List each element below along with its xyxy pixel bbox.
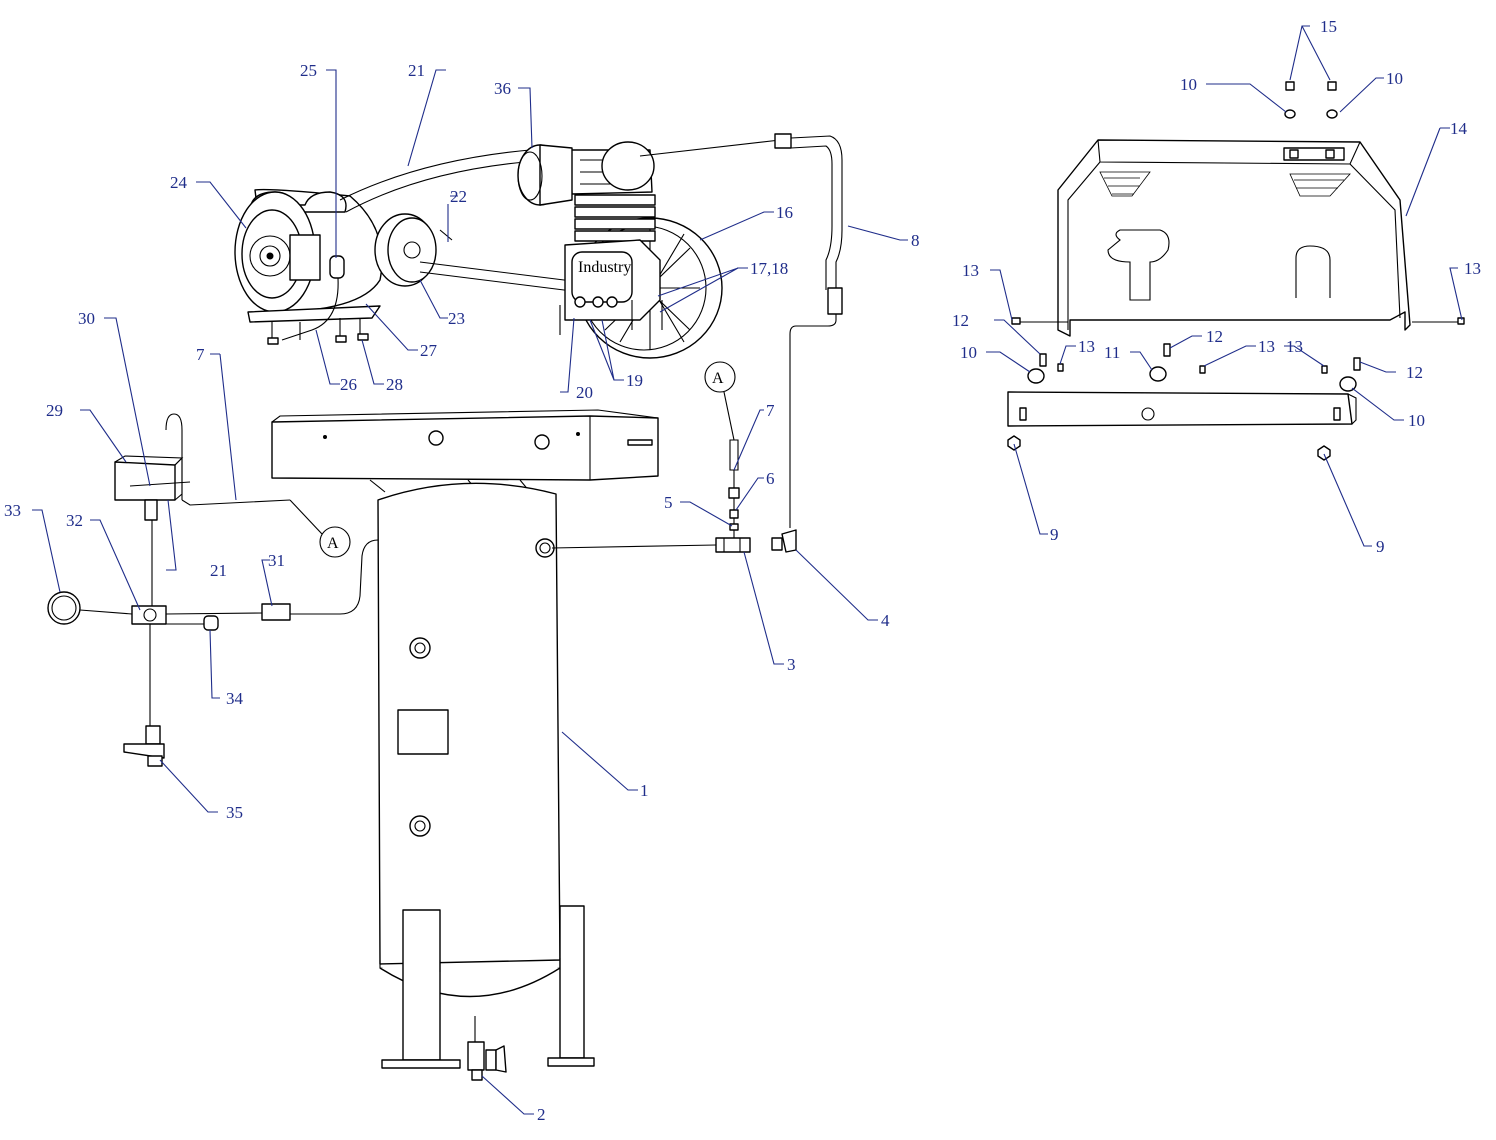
callout-labels: 1 2 3 4 5 6 7 7 8 9 9 10 10 10 10 11 12 … (4, 17, 1481, 1124)
pressure-switch-group (47, 413, 379, 767)
pump-assembly: Industry (517, 141, 723, 359)
callout-13-far-left: 13 (962, 261, 979, 280)
belt-guard-group (1007, 81, 1465, 461)
callout-27: 27 (420, 341, 438, 360)
callout-8: 8 (911, 231, 920, 250)
callout-24: 24 (170, 173, 188, 192)
callout-28: 28 (386, 375, 403, 394)
tank-assembly (271, 409, 659, 1081)
callout-3: 3 (787, 655, 796, 674)
belt-and-pulleys (339, 149, 581, 293)
callout-33: 33 (4, 501, 21, 520)
connection-markers: A A (289, 361, 736, 558)
callout-32: 32 (66, 511, 83, 530)
callout-6: 6 (766, 469, 775, 488)
callout-13-middle: 13 (1258, 337, 1275, 356)
callout-34: 34 (226, 689, 244, 708)
callout-9-left: 9 (1050, 525, 1059, 544)
callout-4: 4 (881, 611, 890, 630)
callout-10-bottom-left: 10 (960, 343, 977, 362)
callout-12-right: 12 (1406, 363, 1423, 382)
callout-26: 26 (340, 375, 357, 394)
callout-leaders (32, 25, 1463, 1115)
callout-23: 23 (448, 309, 465, 328)
callout-30: 30 (78, 309, 95, 328)
callout-13-left: 13 (1078, 337, 1095, 356)
callout-9-right: 9 (1376, 537, 1385, 556)
callout-7-left: 7 (196, 345, 205, 364)
connection-marker-a-right (704, 361, 736, 393)
callout-21-top: 21 (408, 61, 425, 80)
callout-13-far-right: 13 (1464, 259, 1481, 278)
callout-19: 19 (626, 371, 643, 390)
callout-12-middle: 12 (1206, 327, 1223, 346)
motor-assembly (234, 188, 383, 345)
callout-15: 15 (1320, 17, 1337, 36)
callout-25: 25 (300, 61, 317, 80)
callout-5: 5 (664, 493, 673, 512)
callout-36: 36 (494, 79, 511, 98)
callout-31: 31 (268, 551, 285, 570)
callout-12-left: 12 (952, 311, 969, 330)
callout-35: 35 (226, 803, 243, 822)
callout-10-top-left: 10 (1180, 75, 1197, 94)
callout-16: 16 (776, 203, 793, 222)
callout-10-bottom-right: 10 (1408, 411, 1425, 430)
pump-nameplate-text: Industry (578, 259, 631, 276)
callout-10-top-right: 10 (1386, 69, 1403, 88)
callout-7-right: 7 (766, 401, 775, 420)
connection-marker-a-left-label: A (327, 535, 339, 552)
callout-2: 2 (537, 1105, 546, 1124)
callout-13-right: 13 (1286, 337, 1303, 356)
connection-marker-a-right-label: A (712, 370, 724, 387)
callout-1: 1 (640, 781, 649, 800)
callout-14: 14 (1450, 119, 1468, 138)
callout-21-bottom: 21 (210, 561, 227, 580)
check-valve-group (551, 439, 797, 553)
connection-marker-a-left (319, 526, 351, 558)
callout-22: 22 (450, 187, 467, 206)
callout-29: 29 (46, 401, 63, 420)
callout-17-18: 17,18 (750, 259, 788, 278)
callout-20: 20 (576, 383, 593, 402)
discharge-tube (639, 133, 843, 528)
callout-11: 11 (1104, 343, 1120, 362)
